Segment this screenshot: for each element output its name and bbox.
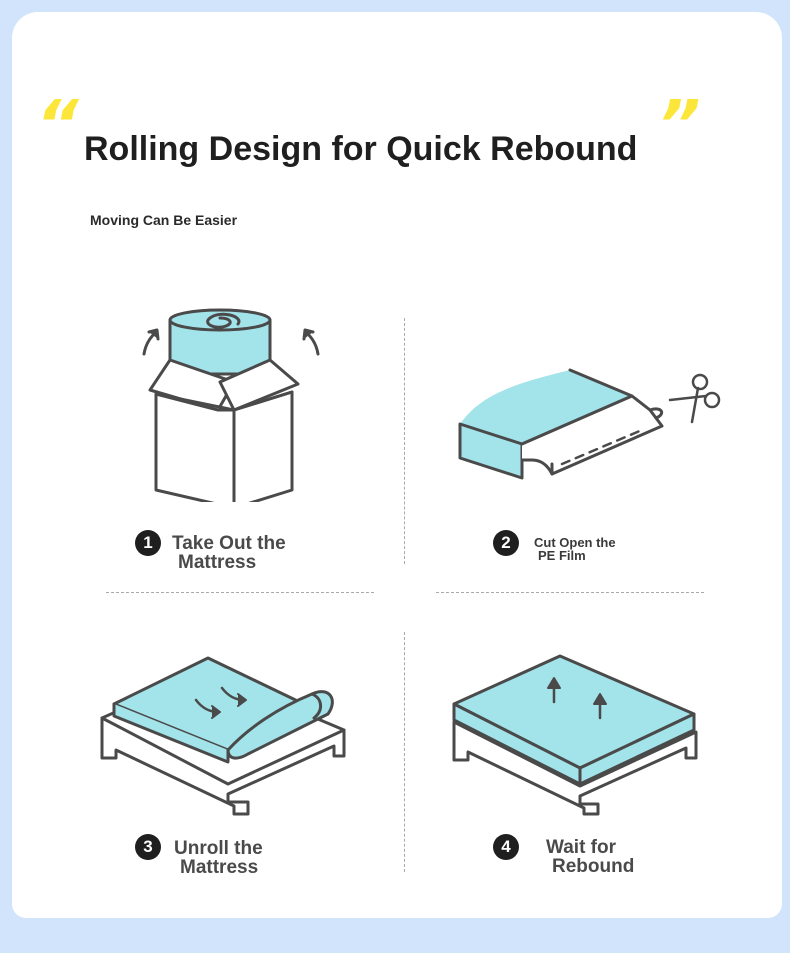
close-quote-mark: ” [658, 86, 701, 163]
step-3-badge: 3 [135, 834, 161, 860]
step-2-badge: 2 [493, 530, 519, 556]
step-2-label-line1: Cut Open the [534, 535, 616, 550]
divider-vertical-top [404, 318, 405, 564]
step-1-label-line1: Take Out the [172, 533, 286, 554]
step-1-label-line2: Mattress [178, 552, 257, 573]
divider-horizontal-right [436, 592, 704, 593]
page-subtitle: Moving Can Be Easier [90, 212, 238, 228]
open-quote-mark: “ [36, 86, 79, 163]
step-3-label-line2: Mattress [180, 857, 259, 878]
divider-vertical-bottom [404, 632, 405, 872]
cut-pe-film-illustration [458, 368, 721, 480]
step-4-label-line2: Rebound [552, 856, 635, 877]
page-title: Rolling Design for Quick Rebound [84, 130, 638, 168]
step-2-label-line2: PE Film [538, 548, 586, 563]
unroll-mattress-illustration [100, 656, 346, 816]
content-card: “ ” Rolling Design for Quick Rebound Mov… [12, 12, 782, 918]
step-1-badge: 1 [135, 530, 161, 556]
step-3-label-line1: Unroll the [174, 838, 263, 859]
divider-horizontal-left [106, 592, 374, 593]
step-4-label-line1: Wait for [546, 837, 617, 858]
step-4-badge: 4 [493, 834, 519, 860]
rolled-mattress-box-illustration [142, 308, 320, 502]
rebound-mattress-illustration [452, 654, 698, 816]
